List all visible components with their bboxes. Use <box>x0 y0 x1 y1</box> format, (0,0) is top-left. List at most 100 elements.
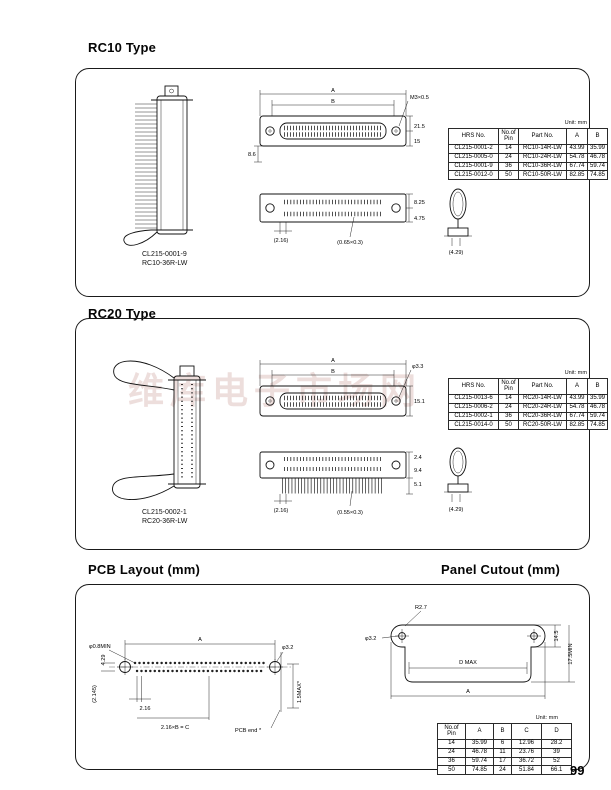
cell: CL215-0001-9 <box>448 161 499 172</box>
cell: 36 <box>498 411 519 422</box>
header-cell: D <box>541 723 572 740</box>
panel-cutout-drawing: R2.7 φ3.2 D MAX A 14.5 17.5MIN <box>365 605 575 699</box>
table-header-row: HRS No. No.of Pin Part No. A B <box>448 378 608 395</box>
cell: 74.85 <box>465 765 494 776</box>
header-cell: No.of Pin <box>498 378 519 395</box>
table-row: CL215-0013-6 14 RC20-14R-LW 43.99 35.99 <box>448 393 608 404</box>
dim-b-label: B <box>331 99 335 105</box>
dim-4-75-label: 4.75 <box>414 216 425 222</box>
m3-thread-label: M3×0.5 <box>410 95 429 101</box>
cell: RC10-36R-LW <box>518 161 567 172</box>
cell: 50 <box>498 420 519 431</box>
header-cell: B <box>587 128 608 145</box>
rc10-caption-part: RC10-36R-LW <box>142 260 188 268</box>
table-header-row: HRS No. No.of Pin Part No. A B <box>448 128 608 145</box>
header-cell: HRS No. <box>448 378 499 395</box>
table-row: CL215-0001-2 14 RC10-14R-LW 43.99 35.99 <box>448 143 608 154</box>
pitch-2-16-label: (2.16) <box>274 238 289 244</box>
cell: 59.74 <box>587 411 608 422</box>
header-cell: No.of Pin <box>498 128 519 145</box>
cell: CL215-0005-0 <box>448 152 499 163</box>
cell: 24 <box>493 765 512 776</box>
cell: CL215-0013-6 <box>448 393 499 404</box>
cell: 6 <box>493 738 512 749</box>
dim-2-4-label: 2.4 <box>414 455 422 461</box>
rc20-heading: RC20 Type <box>88 306 157 321</box>
cell: 43.99 <box>566 393 588 404</box>
cell: 28.2 <box>541 738 572 749</box>
rc20-dimension-drawing: A B φ3.3 15.1 (2.16) (0.55×0.3) 2.4 <box>259 358 472 516</box>
hole-dia-label: φ3.3 <box>412 364 423 370</box>
rc10-front-view: A B M3×0.5 21.5 15 8.6 <box>248 88 429 163</box>
cell: 36 <box>437 756 466 767</box>
header-cell: HRS No. <box>448 128 499 145</box>
cell: 11 <box>493 747 512 758</box>
dim-17-5min-label: 17.5MIN <box>568 643 574 664</box>
cell: 35.99 <box>587 143 608 154</box>
table-row: CL215-0001-9 36 RC10-36R-LW 67.74 59.74 <box>448 161 608 172</box>
pitch-label: 2.16 <box>140 706 151 712</box>
dim-9-4-label: 9.4 <box>414 468 422 474</box>
cell: 14 <box>498 393 519 404</box>
dim-8-25-label: 8.25 <box>414 200 425 206</box>
cell: 52 <box>541 756 572 767</box>
panel-cutout: R2.7 φ3.2 D MAX A 14.5 17.5MIN <box>365 605 575 699</box>
cell: RC10-50R-LW <box>518 170 567 181</box>
rc20-unit-label: Unit: mm <box>564 370 587 376</box>
dim-b-label: B <box>331 369 335 375</box>
cell: CL215-0014-0 <box>448 420 499 431</box>
dim-a-label: A <box>466 689 470 695</box>
cell: 67.74 <box>566 411 588 422</box>
cell: 35.99 <box>465 738 494 749</box>
d-max-label: D MAX <box>459 660 477 666</box>
cell: 23.76 <box>511 747 542 758</box>
bottom-unit-label: Unit: mm <box>535 715 558 721</box>
pcb-end-label: PCB end * <box>235 728 262 734</box>
cell: 59.74 <box>465 756 494 767</box>
header-cell: Part No. <box>518 378 567 395</box>
hole-min-dia-label: φ0.8MIN <box>89 644 111 650</box>
cell: 36.72 <box>511 756 542 767</box>
cell: CL215-0001-2 <box>448 143 499 154</box>
cell: 24 <box>437 747 466 758</box>
cell: RC10-24R-LW <box>518 152 567 163</box>
rc20-bottom-view: (2.16) (0.55×0.3) 2.4 9.4 5.1 <box>259 451 422 516</box>
cell: 24 <box>498 402 519 413</box>
cell: 74.85 <box>587 420 608 431</box>
dim-4-29-label: 4.29 <box>101 655 107 666</box>
cell: RC20-24R-LW <box>518 402 567 413</box>
cell: 59.74 <box>587 161 608 172</box>
rc10-side-view-drawing <box>123 85 193 246</box>
pcb-layout-heading: PCB Layout (mm) <box>88 562 201 577</box>
rc20-caption: CL215-0002-1 RC20-36R-LW <box>142 508 187 526</box>
cell: 54.78 <box>566 402 588 413</box>
rc20-latch-detail: (4.29) <box>444 447 472 513</box>
dim-4-29-label: (4.29) <box>449 250 464 256</box>
header-cell: A <box>465 723 494 740</box>
cell: 17 <box>493 756 512 767</box>
cell: 36 <box>498 161 519 172</box>
mount-hole-dia-label: φ3.2 <box>282 645 293 651</box>
header-cell: A <box>566 128 588 145</box>
pitch-formula-label: 2.16×B = C <box>161 725 189 731</box>
table-row: 50 74.85 24 51.84 66.1 <box>437 765 572 776</box>
rc10-caption-hrs: CL215-0001-9 <box>142 251 187 258</box>
table-row: CL215-0006-2 24 RC20-24R-LW 54.78 46.78 <box>448 402 608 413</box>
cell: 74.85 <box>587 170 608 181</box>
panel-cutout-heading: Panel Cutout (mm) <box>441 562 560 577</box>
dim-a-label: A <box>198 637 202 643</box>
table-row: CL215-0005-0 24 RC10-24R-LW 54.78 46.78 <box>448 152 608 163</box>
cell: 14 <box>437 738 466 749</box>
cell: 50 <box>437 765 466 776</box>
table-row: 36 59.74 17 36.72 52 <box>437 756 572 767</box>
table-row: 24 46.78 11 23.76 39 <box>437 747 572 758</box>
rc10-unit-label: Unit: mm <box>564 120 587 126</box>
cell: 14 <box>498 143 519 154</box>
dim-21-5-label: 21.5 <box>414 124 425 130</box>
cell: 66.1 <box>541 765 572 776</box>
header-cell: No.of Pin <box>437 723 466 740</box>
cell: 43.99 <box>566 143 588 154</box>
cell: 24 <box>498 152 519 163</box>
rc20-front-view: A B φ3.3 15.1 <box>259 358 425 417</box>
cell: 82.85 <box>566 420 588 431</box>
